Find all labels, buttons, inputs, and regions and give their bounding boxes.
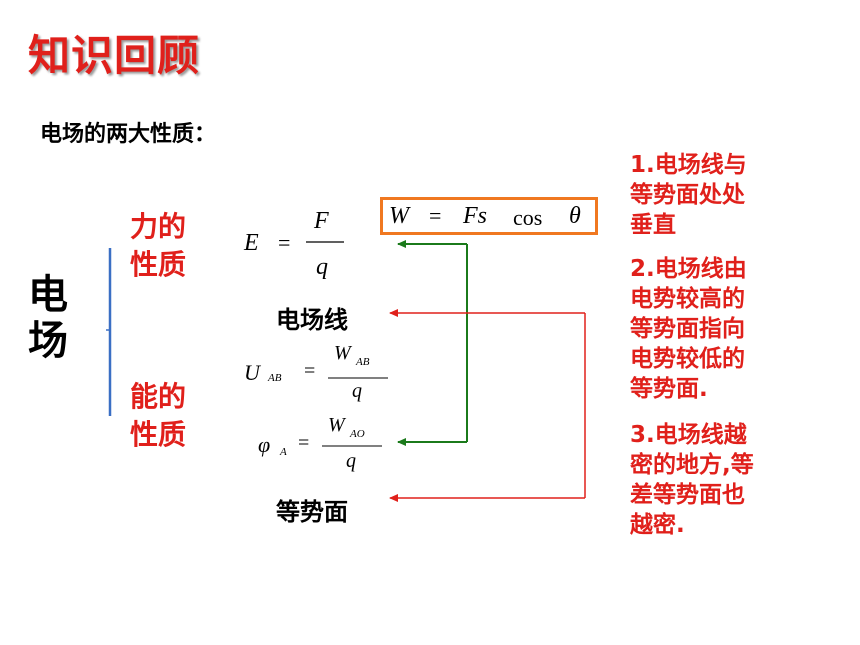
work-w: W	[389, 203, 409, 229]
note-2-line-3: 等势面指向	[630, 316, 745, 342]
work-fs: Fs	[463, 203, 487, 229]
note-1-line-1: 1.电场线与	[630, 152, 747, 178]
note-2-line-4: 电势较低的	[630, 346, 745, 372]
note-3-line-3: 差等势面也	[630, 482, 745, 508]
field-lines-label: 电场线	[276, 306, 348, 334]
note-1-line-2: 等势面处处	[630, 182, 745, 208]
formula-phi-num: W	[328, 414, 345, 436]
work-eq: =	[429, 203, 442, 228]
note-1-line-3: 垂直	[630, 212, 676, 238]
energy-property-line-2: 性质	[130, 418, 187, 451]
equipotential-label: 等势面	[276, 498, 348, 526]
note-2-line-5: 等势面.	[630, 376, 708, 402]
formula-phi-eq: =	[298, 432, 310, 454]
formula-u-eq: =	[304, 360, 316, 382]
note-2: 2.电场线由 电势较高的 等势面指向 电势较低的 等势面.	[630, 254, 830, 404]
note-1: 1.电场线与 等势面处处 垂直	[630, 150, 830, 240]
work-cos: cos	[513, 205, 543, 230]
formula-e-lhs: E	[244, 230, 259, 256]
work-formula-box: W = Fs cos θ	[380, 197, 598, 235]
energy-property: 能的 性质	[130, 378, 230, 454]
formula-e-eq: =	[278, 230, 291, 255]
force-property-line-2: 性质	[130, 248, 187, 281]
force-property: 力的 性质	[130, 208, 230, 284]
energy-property-line-1: 能的	[130, 380, 187, 413]
formula-u-num-sub: AB	[356, 356, 370, 368]
formula-e-num: F	[314, 208, 329, 234]
note-3-line-2: 密的地方,等	[630, 452, 754, 478]
formula-u-sub: AB	[268, 372, 282, 384]
work-theta: θ	[569, 203, 581, 229]
formula-phi-num-sub: AO	[350, 428, 365, 440]
note-2-line-1: 2.电场线由	[630, 256, 747, 282]
formula-e-den: q	[316, 254, 328, 280]
force-property-line-1: 力的	[130, 210, 187, 243]
note-3: 3.电场线越 密的地方,等 差等势面也 越密.	[630, 420, 830, 540]
formula-phi-den: q	[346, 450, 356, 472]
formula-u-lhs: U	[244, 360, 260, 385]
formula-phi-sub: A	[280, 446, 287, 458]
subtitle: 电场的两大性质：	[40, 122, 217, 147]
formula-u-num: W	[334, 342, 351, 364]
formula-u-den: q	[352, 380, 362, 402]
formula-phi-lhs: φ	[258, 432, 271, 457]
field-label: 电场	[28, 272, 68, 364]
note-3-line-1: 3.电场线越	[630, 422, 747, 448]
note-3-line-4: 越密.	[630, 512, 685, 538]
note-2-line-2: 电势较高的	[630, 286, 745, 312]
page-title: 知识回顾	[28, 31, 201, 80]
